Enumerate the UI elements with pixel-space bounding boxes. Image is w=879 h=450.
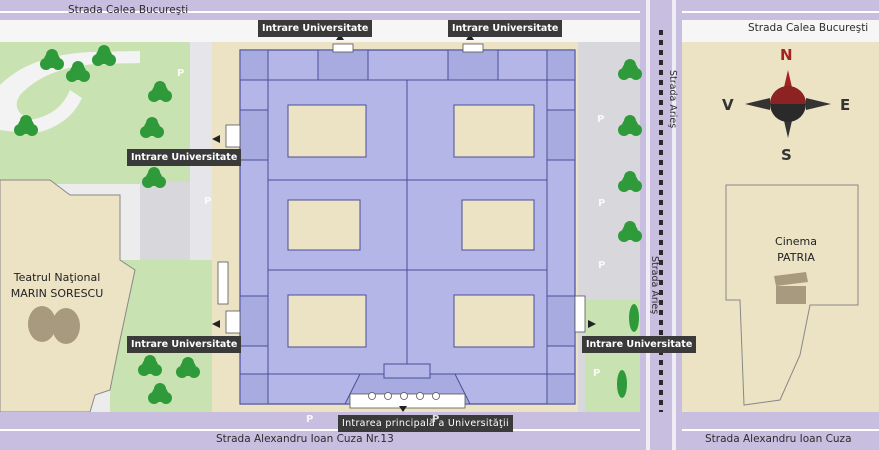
film-clapper-icon	[774, 272, 808, 304]
entrance-label-north-west[interactable]: Intrare Universitate	[258, 20, 373, 37]
compass-west-label: V	[722, 96, 734, 114]
tree-icon	[40, 49, 64, 70]
parking-marker: P	[177, 68, 185, 79]
stairs	[217, 43, 586, 409]
street-label-ioan-cuza: Strada Alexandru Ioan Cuza	[705, 433, 852, 445]
street-label-calea-bucuresti-east: Strada Calea Bucureşti	[748, 22, 869, 34]
tree-icon	[176, 357, 200, 378]
compass-icon	[745, 70, 831, 138]
parking-marker: P	[306, 414, 314, 425]
compass-north-label: N	[780, 46, 793, 64]
tree-icon	[618, 59, 642, 80]
entrance-arrows	[212, 34, 596, 412]
theatre-label: Teatrul Naţional MARIN SORESCU	[2, 270, 112, 302]
parking-marker: P	[598, 198, 606, 209]
compass-south-label: S	[781, 146, 792, 164]
entrance-label-main[interactable]: Intrarea principală a Universităţii	[338, 415, 513, 432]
cinema-name: Cinema	[775, 235, 817, 248]
tree-icon	[618, 171, 642, 192]
theatre-name: Teatrul Naţional	[13, 271, 101, 284]
street-label-aries-lower: Strada Arieş	[649, 256, 660, 315]
parking-marker: P	[598, 260, 606, 271]
poplar-tree-icon	[617, 370, 627, 398]
entrance-label-west-upper[interactable]: Intrare Universitate	[127, 149, 242, 166]
entrance-label-west-lower[interactable]: Intrare Universitate	[127, 336, 242, 353]
cinema-label: Cinema PATRIA	[746, 234, 846, 266]
tree-icon	[66, 61, 90, 82]
parking-marker: P	[432, 414, 440, 425]
street-label-ioan-cuza-13: Strada Alexandru Ioan Cuza Nr.13	[216, 433, 394, 445]
entrance-label-north-east[interactable]: Intrare Universitate	[448, 20, 563, 37]
cinema-subtitle: PATRIA	[777, 251, 815, 264]
street-label-aries-upper: Strada Arieş	[667, 70, 678, 129]
parking-marker: P	[204, 196, 212, 207]
entrance-doors	[368, 392, 440, 400]
compass-east-label: E	[840, 96, 851, 114]
street-label-calea-bucuresti-west: Strada Calea Bucureşti	[68, 4, 189, 16]
tree-icon	[92, 45, 116, 66]
theatre-subtitle: MARIN SORESCU	[10, 287, 104, 300]
tree-icon	[140, 117, 164, 138]
tree-icon	[14, 115, 38, 136]
poplar-tree-icon	[629, 304, 639, 332]
tree-icon	[142, 167, 166, 188]
tree-icon	[618, 221, 642, 242]
parking-marker: P	[593, 368, 601, 379]
tree-icon	[618, 115, 642, 136]
tree-icon	[148, 81, 172, 102]
tree-icon	[138, 355, 162, 376]
theatre-masks-icon	[28, 306, 80, 344]
parking-marker: P	[597, 114, 605, 125]
tree-icon	[148, 383, 172, 404]
park-path	[0, 50, 190, 134]
entrance-label-east[interactable]: Intrare Universitate	[582, 336, 697, 353]
